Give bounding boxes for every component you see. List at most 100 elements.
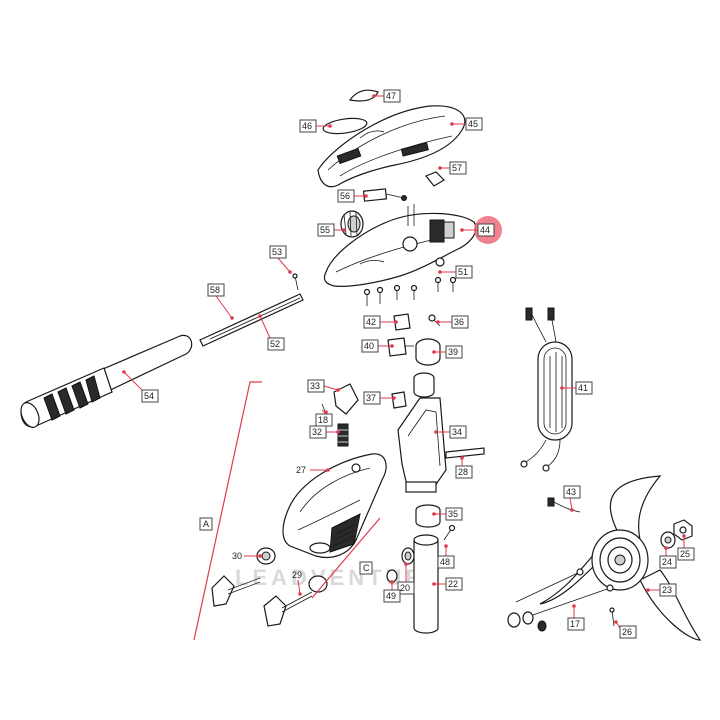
svg-text:57: 57	[452, 163, 462, 173]
part-24-washer	[660, 531, 676, 549]
svg-text:A: A	[203, 519, 209, 529]
part-46-oval-cover	[322, 117, 368, 135]
part-28-rod	[445, 447, 485, 459]
callout-42: 42	[363, 315, 398, 329]
svg-text:30: 30	[232, 551, 242, 561]
svg-text:44: 44	[480, 225, 490, 235]
part-44-control-head	[323, 204, 477, 287]
callout-55: 55	[317, 223, 346, 237]
part-29-clamp-screw	[263, 575, 328, 627]
part-25-nut	[673, 519, 693, 541]
svg-text:18: 18	[318, 415, 328, 425]
callout-22: 22	[432, 577, 463, 591]
callout-41: 41	[560, 381, 593, 395]
svg-text:34: 34	[452, 427, 462, 437]
part-20-washer	[401, 547, 415, 565]
svg-text:51: 51	[458, 267, 468, 277]
callout-43: 43	[563, 485, 581, 512]
head-screws	[363, 276, 457, 306]
part-27-clamp-bracket	[282, 453, 387, 559]
callout-39: 39	[432, 345, 463, 359]
part-53-pin	[292, 273, 299, 291]
callout-54: 54	[122, 370, 159, 403]
callout-a: A	[199, 517, 213, 531]
callout-23: 23	[646, 583, 677, 597]
part-47-lens	[348, 89, 379, 102]
svg-text:29: 29	[292, 570, 302, 580]
svg-text:C: C	[363, 563, 370, 573]
callout-33: 33	[307, 379, 340, 393]
svg-text:56: 56	[340, 191, 350, 201]
part-36-bolt	[428, 314, 441, 327]
callout-58: 58	[207, 283, 234, 320]
callout-18: 18	[315, 409, 333, 427]
part-33-lever	[333, 383, 359, 415]
callout-24: 24	[659, 546, 677, 569]
svg-text:46: 46	[302, 121, 312, 131]
svg-text:23: 23	[662, 585, 672, 595]
svg-text:26: 26	[622, 627, 632, 637]
part-34-mount-bracket	[397, 372, 447, 493]
part-37-pivot	[391, 391, 407, 409]
callout-53: 53	[269, 245, 292, 274]
callout-48: 48	[437, 544, 455, 569]
callout-51: 51	[438, 265, 473, 279]
callout-26: 26	[614, 620, 637, 639]
svg-text:41: 41	[578, 383, 588, 393]
part-57-clip	[425, 171, 445, 187]
group-bracket-c	[311, 517, 381, 599]
part-56-switch	[362, 188, 407, 202]
part-54-tiller-handle	[20, 334, 193, 428]
svg-text:32: 32	[312, 427, 322, 437]
part-35-collar	[415, 504, 441, 528]
callout-32: 32	[309, 425, 340, 439]
callout-56: 56	[337, 189, 368, 203]
callout-17: 17	[567, 604, 585, 631]
svg-text:40: 40	[364, 341, 374, 351]
svg-text:42: 42	[366, 317, 376, 327]
svg-text:54: 54	[144, 391, 154, 401]
svg-text:36: 36	[454, 317, 464, 327]
svg-text:58: 58	[210, 285, 220, 295]
callout-37: 37	[363, 391, 396, 405]
callout-c: C	[359, 561, 373, 575]
svg-text:55: 55	[320, 225, 330, 235]
callout-29: 29	[292, 570, 302, 596]
part-48-screw	[443, 524, 456, 541]
part-22-shaft-tube	[413, 534, 439, 634]
callout-20: 20	[397, 562, 415, 595]
svg-text:49: 49	[386, 591, 396, 601]
svg-text:28: 28	[458, 467, 468, 477]
callout-44-highlighted: 44	[460, 216, 502, 244]
svg-text:25: 25	[680, 549, 690, 559]
svg-text:43: 43	[566, 487, 576, 497]
callout-35: 35	[432, 507, 463, 521]
part-52-tiller-rod	[199, 293, 304, 347]
svg-text:39: 39	[448, 347, 458, 357]
svg-text:22: 22	[448, 579, 458, 589]
callout-28: 28	[455, 456, 473, 479]
part-55-knob	[340, 210, 364, 238]
callout-46: 46	[299, 119, 332, 133]
part-30-clamp-pad	[256, 547, 276, 565]
callout-45: 45	[450, 117, 483, 131]
svg-text:33: 33	[310, 381, 320, 391]
svg-text:53: 53	[272, 247, 282, 257]
callout-27: 27	[296, 465, 330, 475]
part-26-pin	[609, 607, 615, 627]
clamp-screw-upper	[211, 575, 261, 607]
part-40-bracket	[387, 337, 414, 357]
callout-40: 40	[361, 339, 394, 353]
part-32-spring	[337, 423, 349, 447]
part-42-clamp	[393, 313, 411, 331]
part-45-top-housing	[317, 105, 466, 188]
callout-49: 49	[383, 580, 401, 603]
svg-text:52: 52	[270, 339, 280, 349]
part-41-cable-coil	[520, 307, 573, 472]
svg-text:24: 24	[662, 557, 672, 567]
part-23-propeller	[539, 475, 702, 641]
callout-47: 47	[372, 89, 401, 103]
callout-34: 34	[434, 425, 467, 439]
callout-57: 57	[438, 161, 467, 175]
